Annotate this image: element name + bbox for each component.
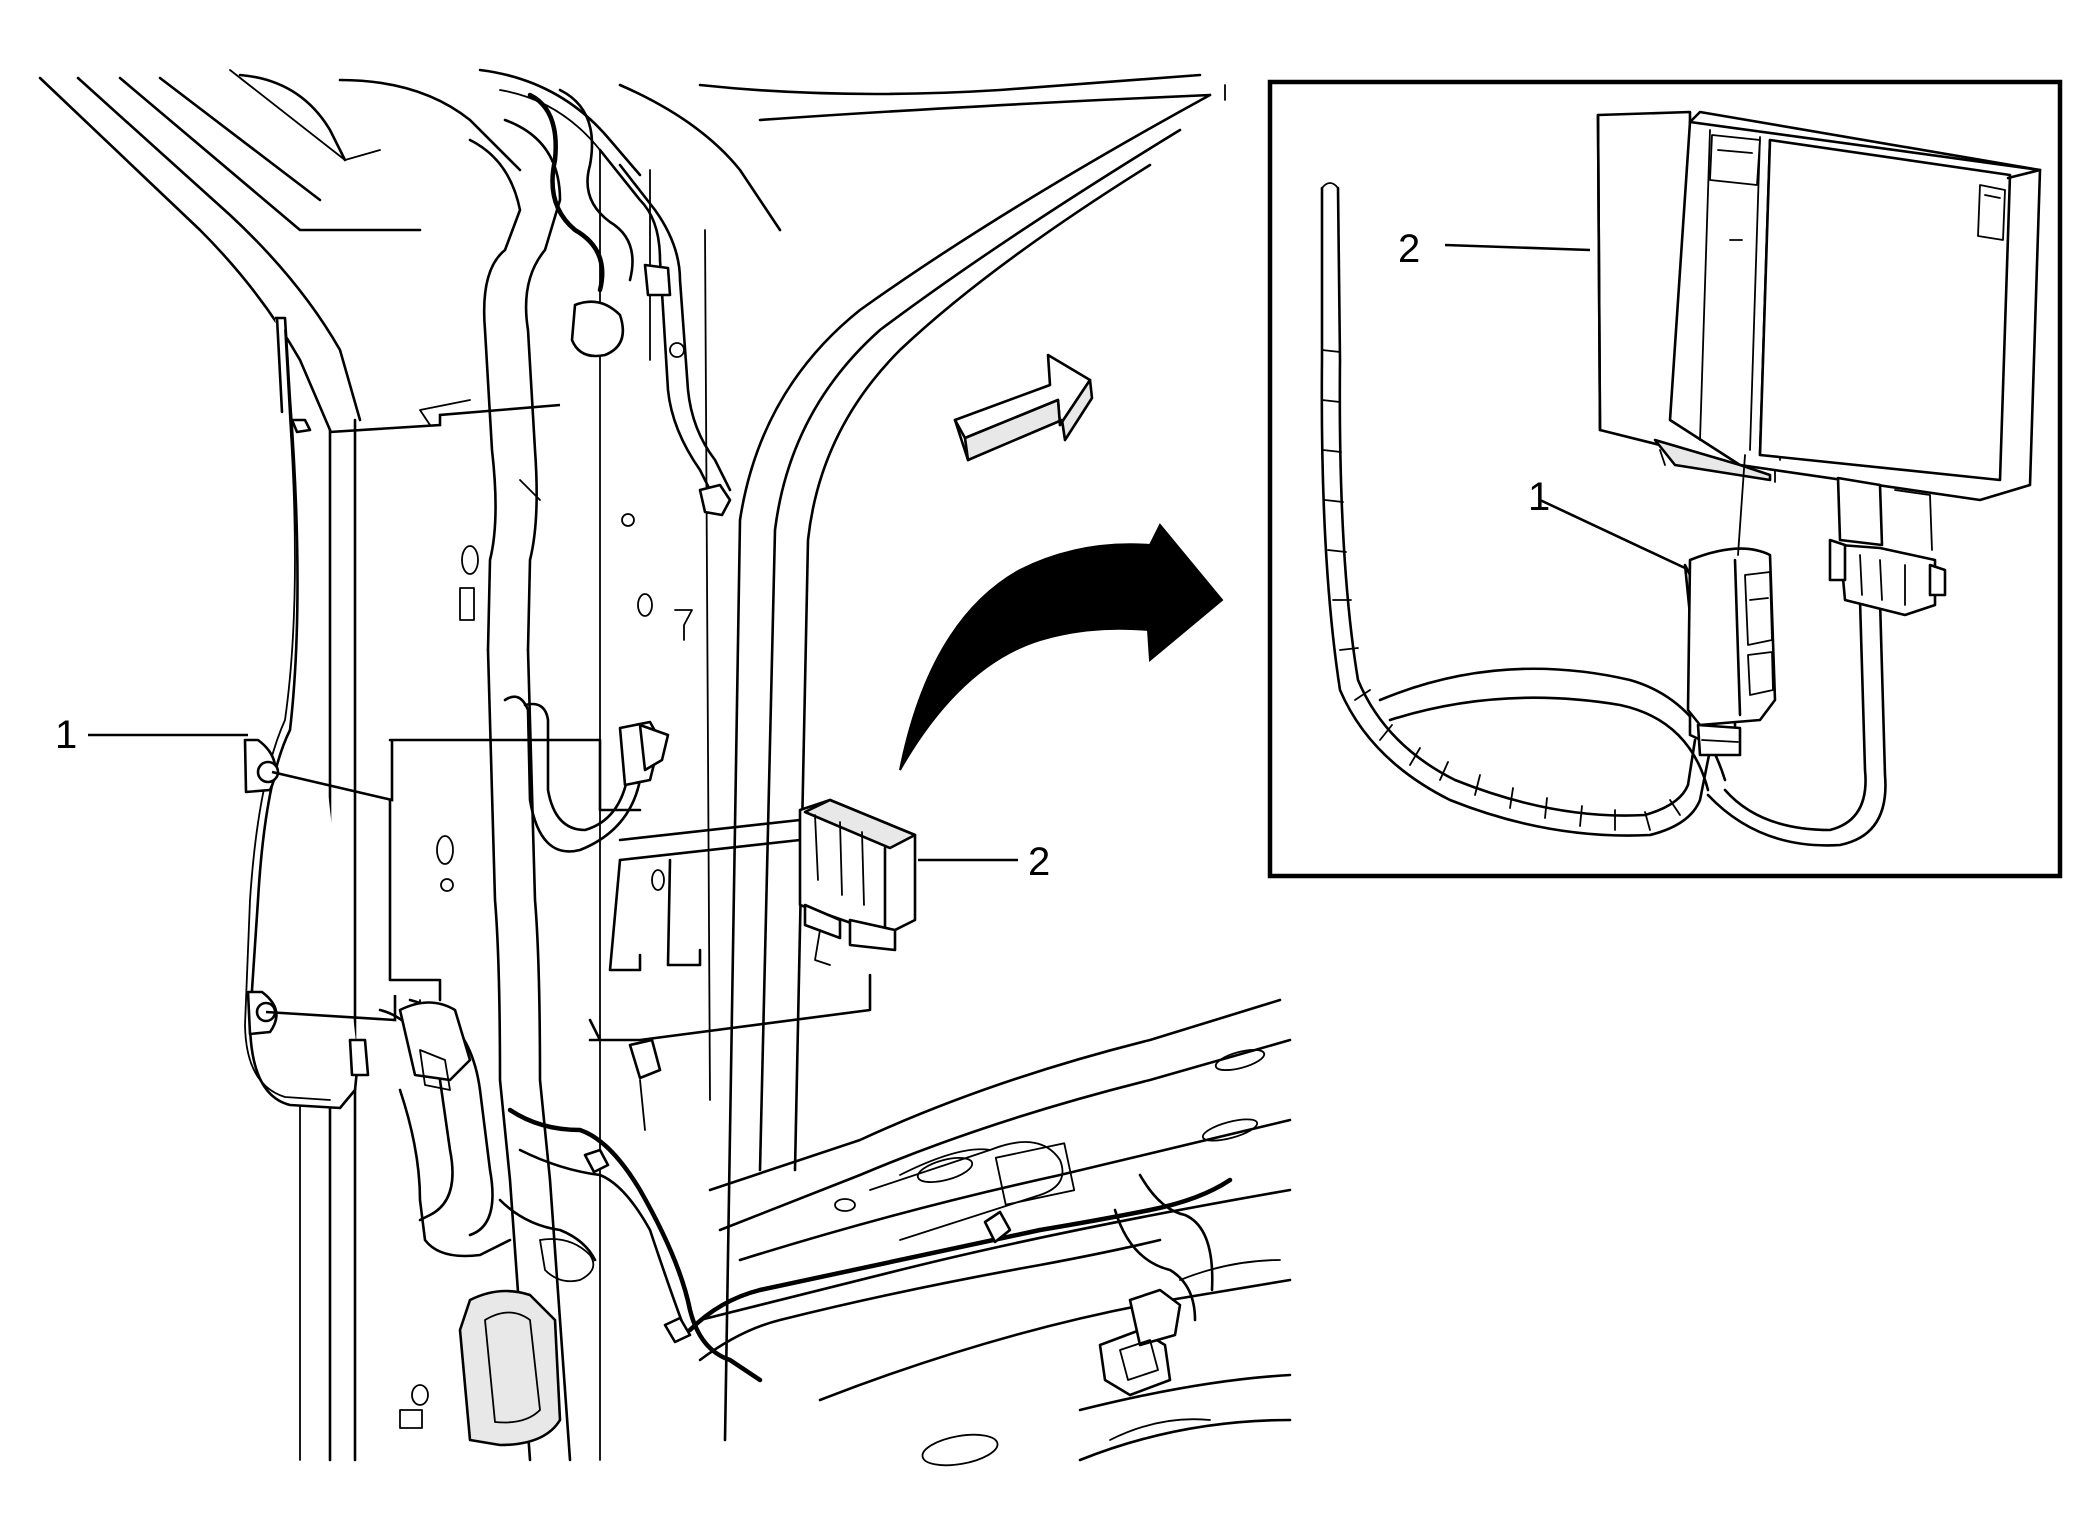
callout-main-1: 1 bbox=[55, 713, 77, 757]
vehicle-body-illustration bbox=[38, 68, 1292, 1467]
module-inset bbox=[1596, 110, 2042, 617]
leader-trim-upper bbox=[329, 403, 561, 434]
callout-inset-2: 2 bbox=[1398, 227, 1420, 271]
leader-trim-lower bbox=[265, 995, 397, 1022]
leader-inset-1 bbox=[1539, 498, 1686, 570]
leader-inset-link bbox=[1737, 454, 1746, 556]
direction-of-view-arrow-icon bbox=[953, 353, 1094, 462]
detail-inset: 2 1 bbox=[1267, 79, 2063, 879]
curved-arrow-icon bbox=[899, 523, 1224, 771]
callout-main-2: 2 bbox=[1028, 840, 1050, 884]
connector-inset bbox=[1683, 547, 1777, 757]
leader-trim-middle bbox=[271, 740, 394, 802]
leader-inset-2 bbox=[1444, 243, 1591, 252]
callout-inset-1: 1 bbox=[1528, 475, 1550, 519]
harness-tape-wraps bbox=[1321, 349, 1681, 831]
module-main-view bbox=[798, 798, 917, 966]
